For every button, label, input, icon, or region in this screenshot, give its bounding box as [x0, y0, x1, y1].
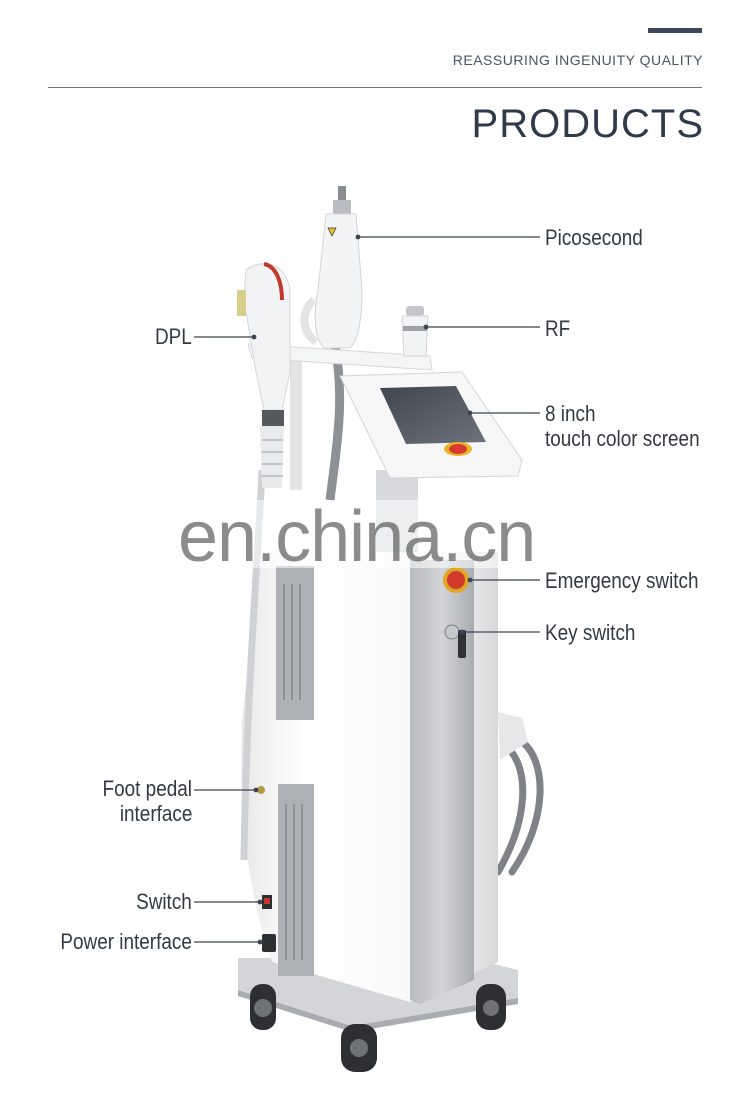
label-rf: RF: [545, 316, 571, 341]
picosecond-handpiece: [300, 186, 363, 349]
header-accent-bar: [648, 28, 702, 33]
power-socket: [262, 934, 276, 952]
watermark-band: [150, 500, 600, 568]
side-vent-lower: [278, 784, 314, 976]
label-power-interface: Power interface: [60, 929, 192, 954]
label-emergency-switch: Emergency switch: [545, 568, 699, 593]
label-screen-size: 8 inch: [545, 401, 596, 426]
label-picosecond: Picosecond: [545, 225, 643, 250]
key-switch-graphic: [444, 624, 466, 658]
vent-slots: [283, 584, 303, 960]
foot-pedal-port: [257, 786, 265, 794]
castor-wheels: [250, 984, 506, 1072]
label-key-switch: Key switch: [545, 620, 636, 645]
label-foot-pedal-interface: interface: [119, 801, 192, 826]
rf-handpiece: [401, 306, 429, 357]
label-dpl: DPL: [155, 324, 192, 349]
stand-pole: [290, 350, 302, 490]
handpiece-tray: [247, 343, 433, 371]
label-screen-type: touch color screen: [545, 426, 700, 451]
touch-screen-panel: [339, 371, 523, 552]
watermark-text: en.china.cn: [178, 497, 536, 577]
side-holster: [498, 712, 528, 760]
label-foot-pedal: Foot pedal: [102, 776, 192, 801]
page-title: PRODUCTS: [471, 102, 704, 146]
callout-lines: [194, 236, 540, 943]
side-vent-upper: [276, 566, 314, 720]
handpiece-cables: [494, 736, 544, 876]
callout-dots: [251, 234, 473, 945]
dpl-handpiece: [237, 262, 291, 488]
brand-tagline: REASSURING INGENUITY QUALITY: [452, 52, 703, 68]
emergency-switch-graphic: [443, 567, 469, 593]
header-divider: [48, 87, 702, 88]
label-switch: Switch: [136, 889, 192, 914]
